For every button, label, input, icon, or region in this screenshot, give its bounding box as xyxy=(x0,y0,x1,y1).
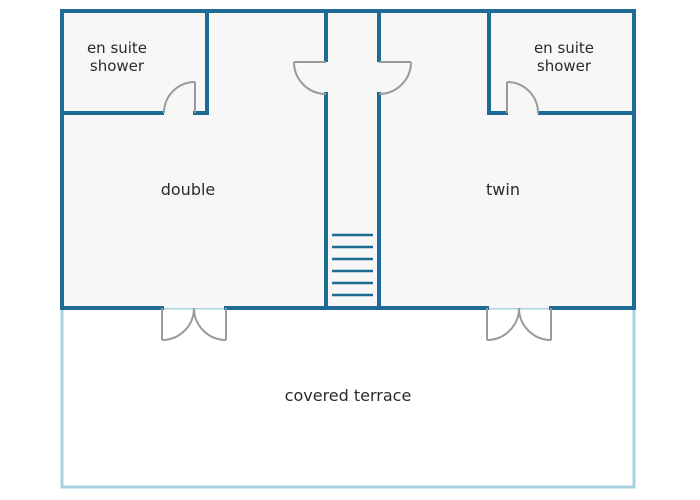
door-swing xyxy=(193,307,227,341)
terrace-label: covered terrace xyxy=(285,386,412,405)
doors xyxy=(161,61,552,341)
ensuite-left-label: en suite xyxy=(87,39,147,57)
ensuite-right-label: en suite xyxy=(534,39,594,57)
ensuite-left-label: shower xyxy=(90,57,145,75)
door-swing xyxy=(293,61,327,95)
door-swing xyxy=(518,307,552,341)
door-swing xyxy=(378,61,412,95)
staircase xyxy=(332,233,373,297)
door-swing xyxy=(506,81,539,114)
door-swing xyxy=(163,81,196,114)
double-room-label: double xyxy=(161,180,216,199)
walls xyxy=(60,9,636,310)
twin-room-label: twin xyxy=(486,180,520,199)
ensuite-right-label: shower xyxy=(537,57,592,75)
